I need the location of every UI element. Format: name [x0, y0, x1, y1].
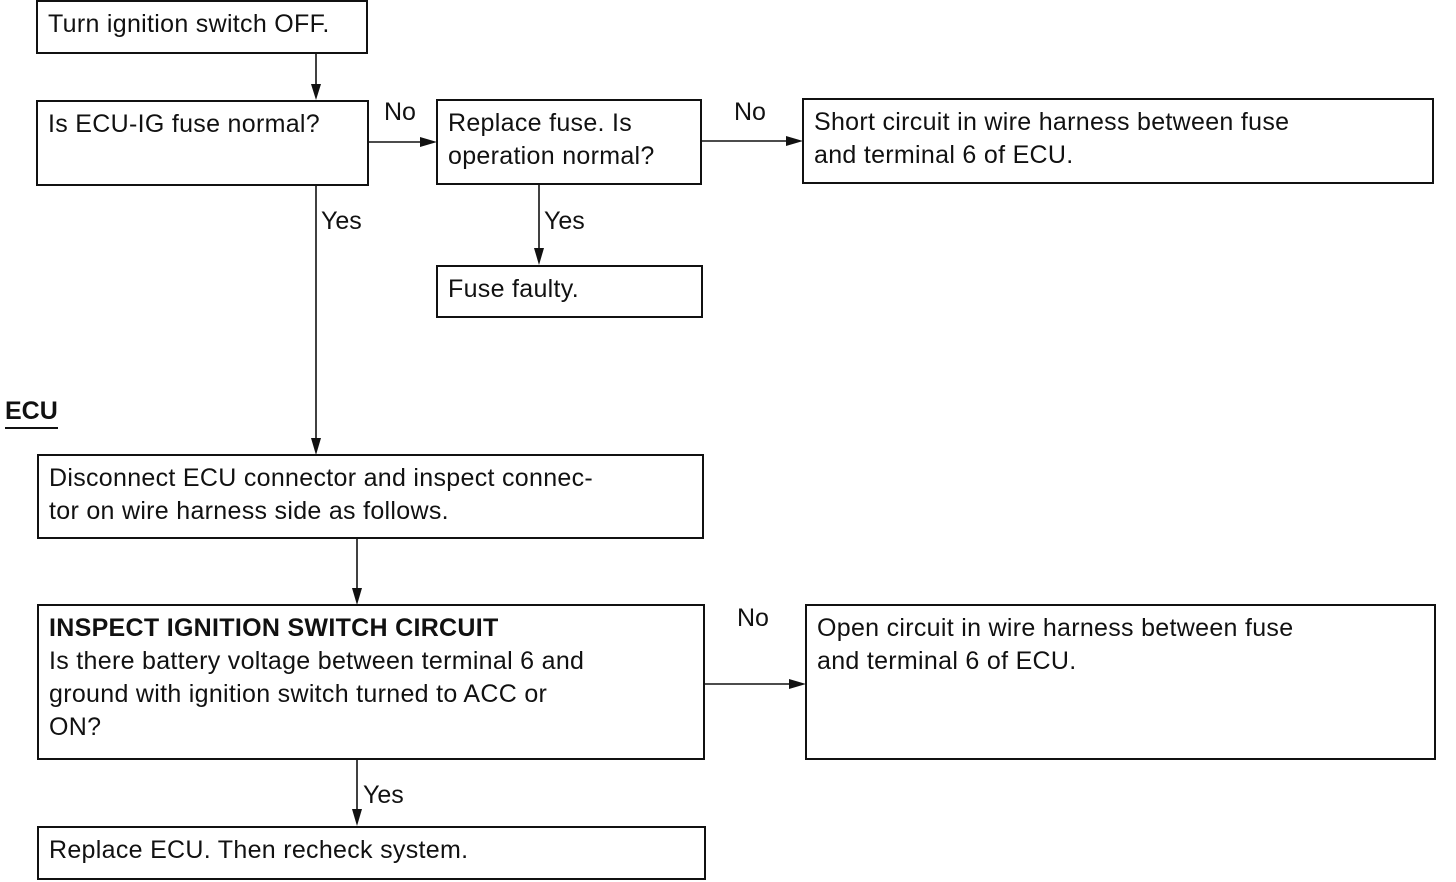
- step-fuse-check: Is ECU-IG fuse normal?: [36, 100, 369, 186]
- branch-label-replace-no: No: [734, 98, 766, 126]
- branch-label-replace-yes: Yes: [544, 207, 585, 235]
- step-turn-ignition-off: Turn ignition switch OFF.: [36, 0, 368, 54]
- arrowhead: [786, 136, 803, 146]
- result-text-line: Open circuit in wire harness between fus…: [817, 614, 1294, 642]
- arrowhead: [352, 588, 362, 605]
- branch-label-inspect-yes: Yes: [363, 781, 404, 809]
- result-text-line: Short circuit in wire harness between fu…: [814, 108, 1290, 136]
- arrowhead: [311, 438, 321, 455]
- step-text-line: operation normal?: [448, 142, 655, 170]
- step-text-line: tor on wire harness side as follows.: [49, 497, 449, 525]
- result-text: Replace ECU. Then recheck system.: [49, 836, 469, 864]
- result-text-line: and terminal 6 of ECU.: [817, 647, 1077, 675]
- branch-label-inspect-no: No: [737, 604, 769, 632]
- step-text-line: Disconnect ECU connector and inspect con…: [49, 464, 594, 492]
- arrowhead: [534, 248, 544, 265]
- step-text-line: ON?: [49, 713, 102, 741]
- arrowhead: [352, 809, 362, 826]
- step-replace-fuse: Replace fuse. Is operation normal?: [436, 99, 702, 185]
- step-text: Is ECU-IG fuse normal?: [48, 110, 320, 138]
- result-fuse-faulty: Fuse faulty.: [436, 265, 703, 318]
- arrowhead: [311, 84, 321, 100]
- section-label-ecu: ECU: [5, 397, 58, 429]
- step-text-line: ground with ignition switch turned to AC…: [49, 680, 548, 708]
- branch-label-fuse-yes: Yes: [321, 207, 362, 235]
- result-text: Fuse faulty.: [448, 275, 579, 303]
- step-text: Turn ignition switch OFF.: [48, 10, 330, 38]
- branch-label-fuse-no: No: [384, 98, 416, 126]
- result-short-circuit: Short circuit in wire harness between fu…: [802, 98, 1434, 184]
- result-open-circuit: Open circuit in wire harness between fus…: [805, 604, 1436, 760]
- result-replace-ecu: Replace ECU. Then recheck system.: [37, 826, 706, 880]
- result-text-line: and terminal 6 of ECU.: [814, 141, 1074, 169]
- step-inspect-ignition-circuit: INSPECT IGNITION SWITCH CIRCUIT Is there…: [37, 604, 705, 760]
- step-heading: INSPECT IGNITION SWITCH CIRCUIT: [49, 614, 499, 642]
- step-disconnect-connector: Disconnect ECU connector and inspect con…: [37, 454, 704, 539]
- arrowhead: [789, 679, 806, 689]
- step-text-line: Replace fuse. Is: [448, 109, 633, 137]
- step-text-line: Is there battery voltage between termina…: [49, 647, 585, 675]
- arrowhead: [420, 137, 437, 147]
